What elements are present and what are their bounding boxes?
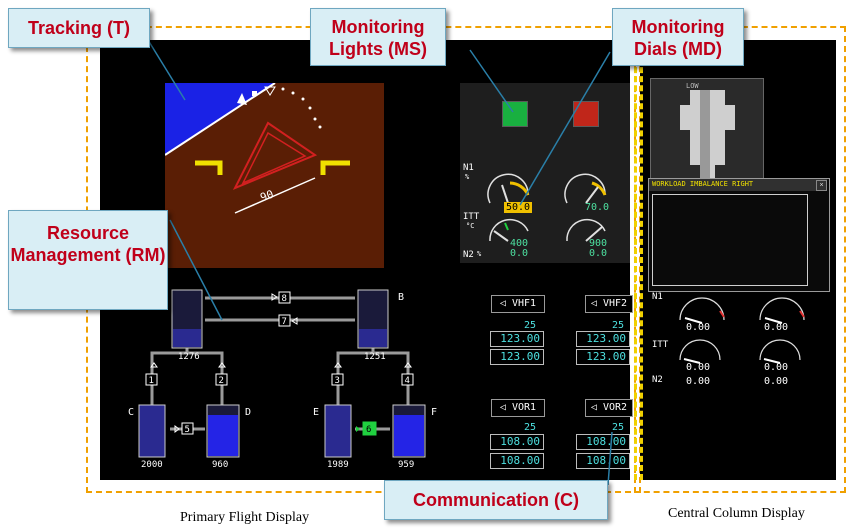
fuel-system-diagram: 1 2 3 4 5 6 7 8	[138, 289, 426, 458]
vhf1-standby[interactable]: 123.00	[490, 349, 544, 365]
monitoring-light-left[interactable]	[502, 101, 528, 127]
vhf2-channel: 25	[611, 320, 625, 331]
central-n1-label: N1	[652, 292, 663, 302]
right-itt-value: 900	[589, 238, 608, 249]
separator-line	[640, 40, 643, 480]
central-n2-label: N2	[652, 375, 663, 385]
callout-monitoring-dials: Monitoring Dials (MD)	[612, 8, 744, 66]
central-n1-right: 0.00	[764, 322, 789, 333]
vor1-standby[interactable]: 108.00	[490, 453, 544, 469]
engine-dials	[487, 173, 607, 242]
callout-communication: Communication (C)	[384, 480, 608, 520]
vor1-active[interactable]: 108.00	[490, 434, 544, 450]
left-n1-value: 50.0	[504, 202, 533, 213]
vor2-channel: 25	[611, 422, 625, 433]
tank-c-label: C	[128, 407, 135, 418]
tank-e-label: E	[313, 407, 320, 418]
pump-8[interactable]: 8	[282, 294, 287, 304]
pump-5[interactable]: 5	[185, 425, 190, 435]
vor1-label: VOR1	[511, 402, 537, 413]
itt-unit: °C	[466, 222, 475, 230]
vhf1-button[interactable]: ◁ VHF1	[491, 295, 545, 313]
workload-content	[652, 194, 808, 286]
vor1-button[interactable]: ◁ VOR1	[491, 399, 545, 417]
pump-2[interactable]: 2	[219, 376, 224, 386]
separator-line	[634, 40, 637, 480]
fuel-level-graphic	[680, 90, 735, 185]
central-dials	[679, 297, 805, 364]
pump-1[interactable]: 1	[149, 376, 154, 386]
tank-e-value: 1989	[327, 460, 349, 470]
n1-label: N1	[463, 163, 474, 173]
callout-resource-management-text: Resource Management (RM)	[10, 223, 166, 265]
workload-titlebar	[649, 179, 827, 191]
central-itt-left: 0.00	[686, 362, 711, 373]
left-n2-value: 0.0	[510, 248, 529, 259]
right-n1-value: 70.0	[585, 202, 610, 213]
caption-primary-flight-display: Primary Flight Display	[180, 510, 310, 525]
low-label: LOW	[686, 82, 699, 90]
vhf2-active[interactable]: 123.00	[576, 331, 630, 347]
pump-4[interactable]: 4	[405, 376, 410, 386]
pump-7[interactable]: 7	[282, 317, 287, 327]
vor2-button[interactable]: ◁ VOR2	[585, 399, 633, 417]
n1-unit: %	[465, 173, 470, 181]
workload-close-icon[interactable]: ×	[816, 180, 827, 191]
itt-label: ITT	[463, 212, 480, 222]
heading-readout: 90	[258, 188, 275, 205]
workload-title: WORKLOAD IMBALANCE RIGHT	[652, 180, 754, 188]
tank-f-label: F	[431, 407, 438, 418]
tank-b-label: B	[398, 292, 405, 303]
vor2-label: VOR2	[602, 402, 628, 413]
vor1-channel: 25	[523, 422, 537, 433]
callout-tracking: Tracking (T)	[8, 8, 150, 48]
vhf1-active[interactable]: 123.00	[490, 331, 544, 347]
vhf2-label: VHF2	[602, 298, 628, 309]
vhf1-channel: 25	[523, 320, 537, 331]
callout-monitoring-dials-text: Monitoring Dials (MD)	[631, 17, 725, 59]
vhf2-standby[interactable]: 123.00	[576, 349, 630, 365]
pump-3[interactable]: 3	[335, 376, 340, 386]
central-n1-left: 0.00	[686, 322, 711, 333]
workload-window	[648, 178, 830, 292]
left-itt-value: 400	[510, 238, 529, 249]
central-n2-right: 0.00	[764, 376, 789, 387]
tank-d-label: D	[245, 407, 252, 418]
tank-a-value: 1276	[178, 352, 200, 362]
tracking-attitude-display[interactable]: 90	[165, 83, 384, 268]
tank-c-value: 2000	[141, 460, 163, 470]
monitoring-panel	[460, 83, 630, 263]
vhf1-label: VHF1	[511, 298, 537, 309]
caption-central-column-display: Central Column Display	[668, 506, 805, 521]
n2-unit: %	[477, 250, 482, 258]
central-itt-label: ITT	[652, 340, 669, 350]
callout-monitoring-lights: Monitoring Lights (MS)	[310, 8, 446, 66]
right-n2-value: 0.0	[589, 248, 608, 259]
central-n2-left: 0.00	[686, 376, 711, 387]
vor2-standby[interactable]: 108.00	[576, 453, 630, 469]
callout-monitoring-lights-text: Monitoring Lights (MS)	[329, 17, 427, 59]
tank-d-value: 960	[212, 460, 229, 470]
tank-f-value: 959	[398, 460, 415, 470]
vhf2-button[interactable]: ◁ VHF2	[585, 295, 633, 313]
vor2-active[interactable]: 108.00	[576, 434, 630, 450]
tank-b-value: 1251	[364, 352, 386, 362]
pump-6[interactable]: 6	[366, 425, 371, 435]
n2-label: N2	[463, 250, 474, 260]
callout-resource-management: Resource Management (RM)	[8, 210, 168, 310]
central-itt-right: 0.00	[764, 362, 789, 373]
